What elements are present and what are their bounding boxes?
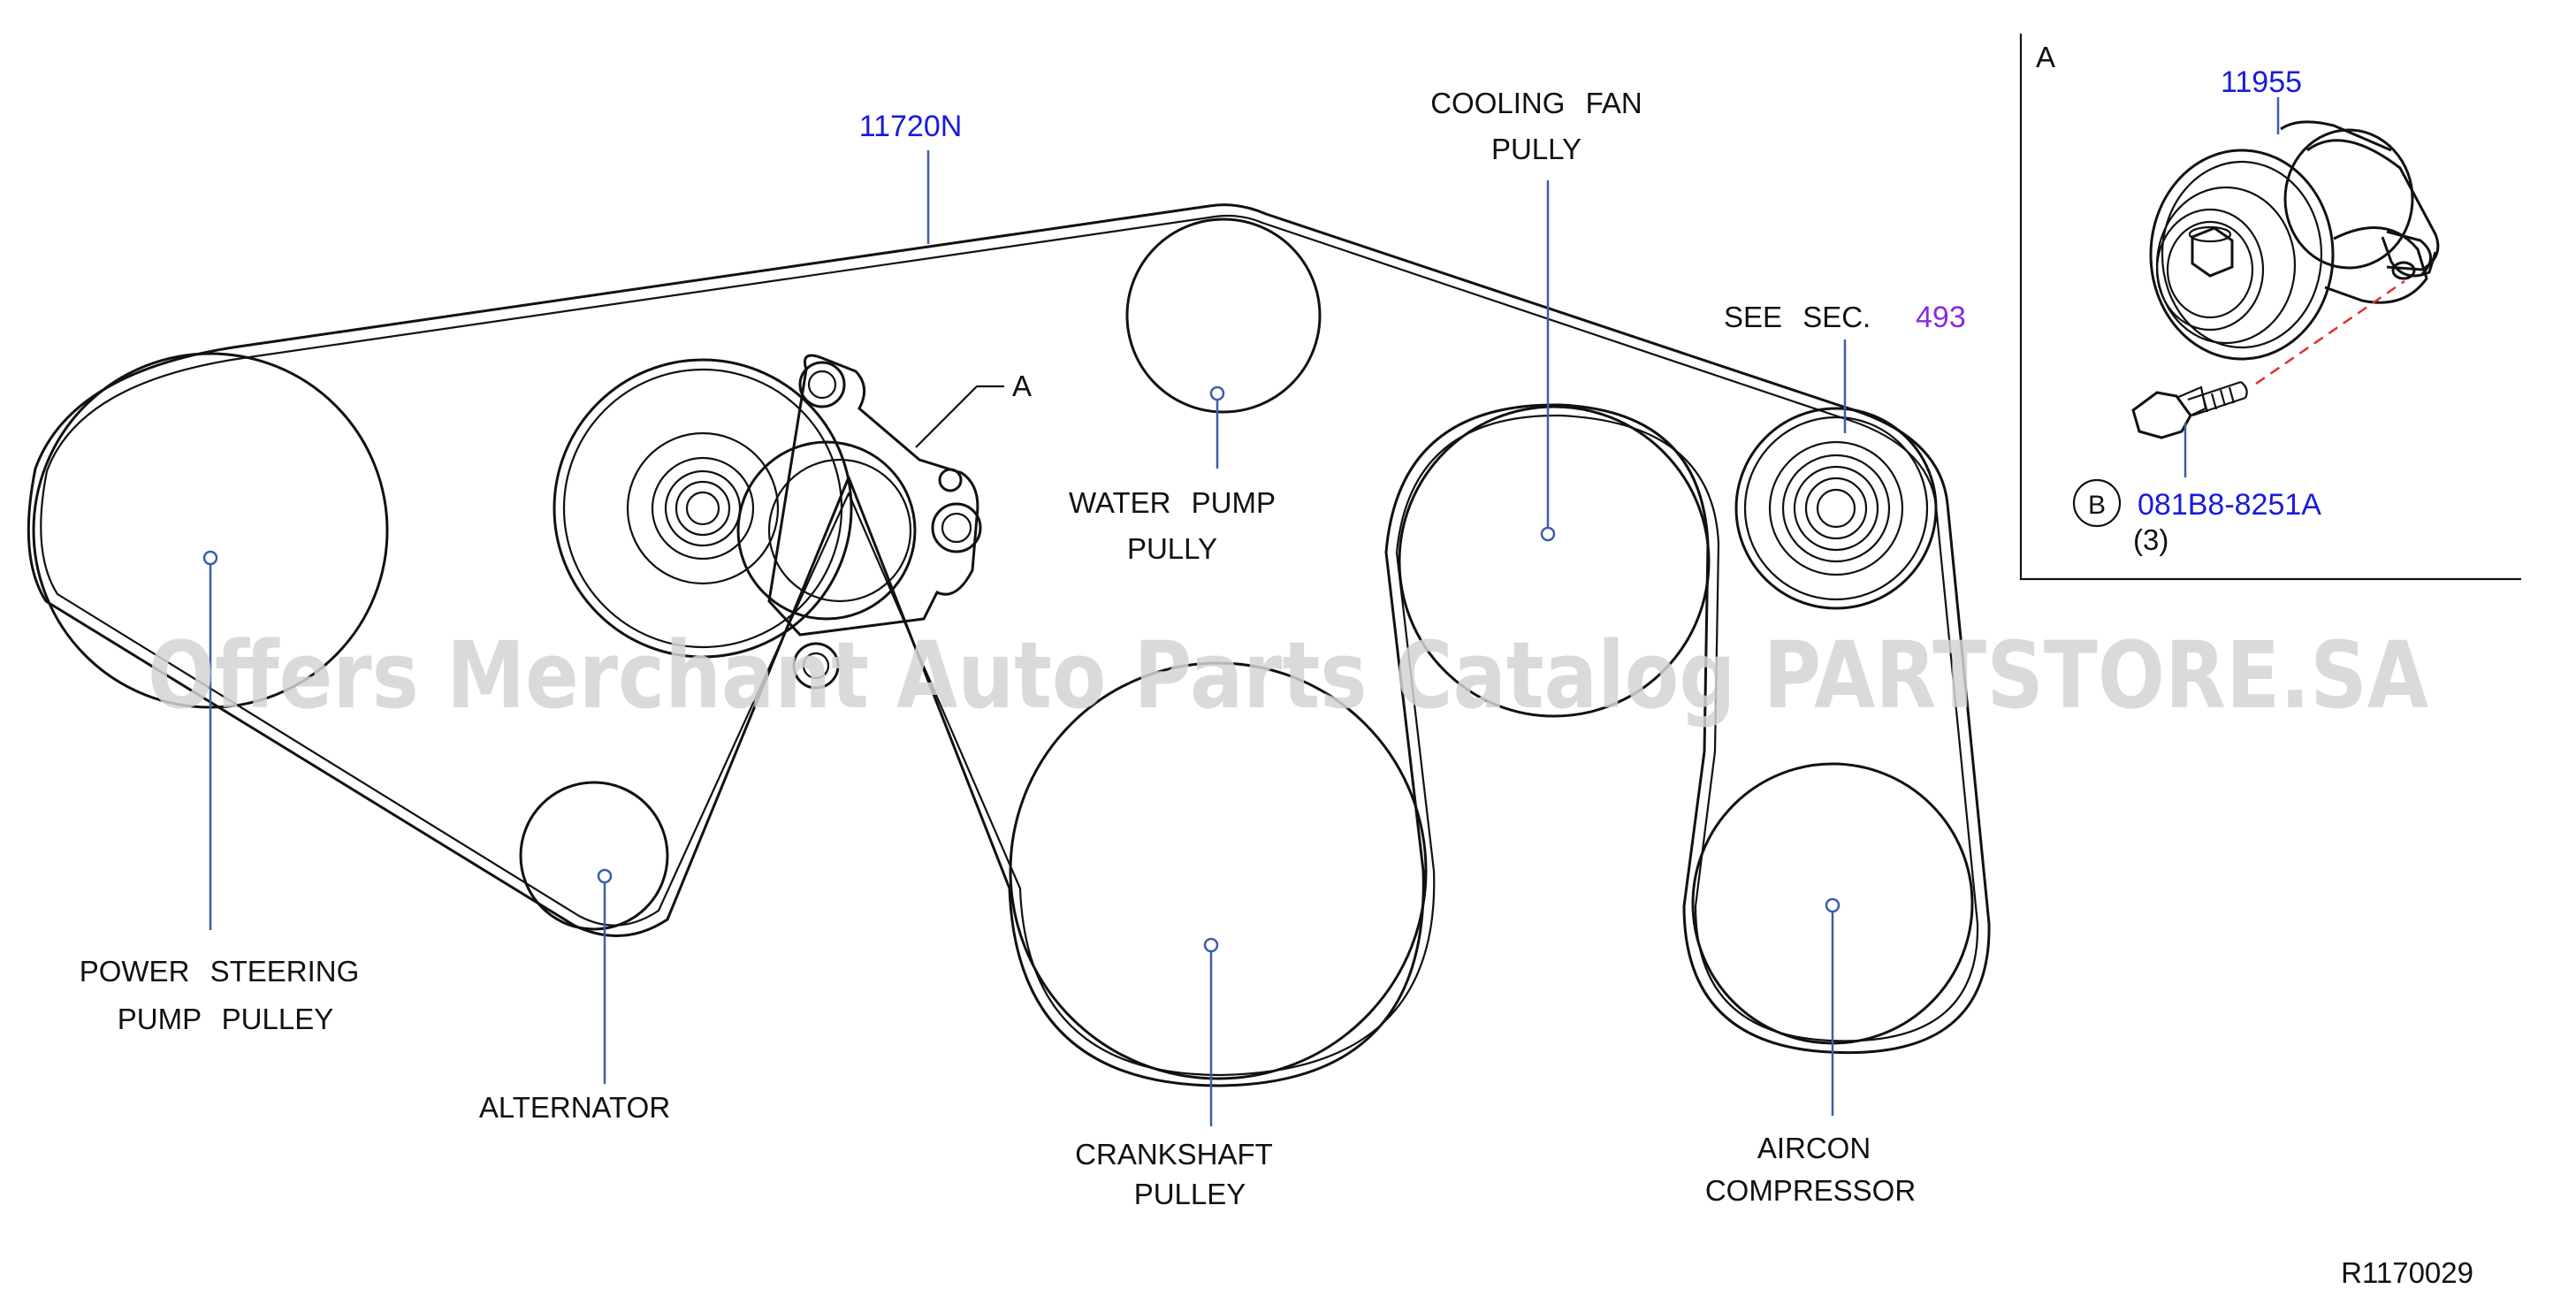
detail-frame bbox=[2019, 34, 2521, 581]
circle-callout-icon bbox=[2072, 478, 2122, 528]
see-sec-number[interactable]: 493 bbox=[1916, 301, 1966, 334]
aircon-label-line1: AIRCON bbox=[1757, 1132, 1871, 1164]
crankshaft-label-line2: PULLEY bbox=[1134, 1178, 1246, 1210]
power-steering-label-line2: PUMP PULLEY bbox=[118, 1003, 333, 1035]
water-pump-label-line1: WATER PUMP bbox=[1069, 486, 1276, 519]
bolt-callout-letter: B bbox=[2088, 491, 2106, 520]
tensioner-detail-drawing bbox=[2149, 120, 2440, 361]
watermark-text: Offers Merchant Auto Parts Catalog PARTS… bbox=[148, 622, 2428, 729]
water-pump-label-line2: PULLY bbox=[1127, 532, 1217, 565]
bolt-part-number[interactable]: 081B8-8251A bbox=[2138, 488, 2321, 522]
crankshaft-pulley bbox=[1009, 661, 1428, 1080]
alternator-label: ALTERNATOR bbox=[479, 1091, 670, 1124]
water-pump-pulley bbox=[1125, 217, 1322, 414]
aircon-label-line2: COMPRESSOR bbox=[1705, 1174, 1916, 1207]
cooling-fan-label-line2: PULLY bbox=[1491, 133, 1581, 165]
crankshaft-leader bbox=[1203, 937, 1219, 1126]
bolt-drawing bbox=[2131, 380, 2248, 439]
cooling-fan-label-line1: COOLING FAN bbox=[1430, 87, 1642, 119]
tensioner-ref-leader bbox=[915, 385, 1004, 448]
cooling-fan-leader bbox=[1540, 180, 1556, 542]
idler-pulley bbox=[1734, 407, 1938, 610]
alternator-leader bbox=[597, 868, 613, 1084]
aircon-leader bbox=[1825, 897, 1841, 1116]
power-steering-label-line1: POWER STEERING bbox=[80, 955, 360, 988]
detail-ref-label: A bbox=[2036, 41, 2055, 73]
tensioner-ref-label: A bbox=[1012, 370, 1032, 402]
crankshaft-label-line1: CRANKSHAFT bbox=[1075, 1138, 1273, 1171]
tensioner-part-number[interactable]: 11955 bbox=[2221, 65, 2302, 99]
bolt-quantity: (3) bbox=[2133, 523, 2168, 556]
serpentine-belt bbox=[27, 203, 1991, 1087]
bolt-axis-dashed-line bbox=[2255, 279, 2405, 385]
water-pump-leader bbox=[1209, 385, 1225, 469]
power-steering-leader bbox=[202, 550, 218, 930]
figure-id: R1170029 bbox=[2341, 1256, 2473, 1289]
belt-part-number[interactable]: 11720N bbox=[859, 110, 963, 143]
alternator-pulley bbox=[519, 781, 669, 931]
see-sec-label: SEE SEC. bbox=[1724, 301, 1871, 333]
tensioner-assembly bbox=[553, 354, 982, 690]
